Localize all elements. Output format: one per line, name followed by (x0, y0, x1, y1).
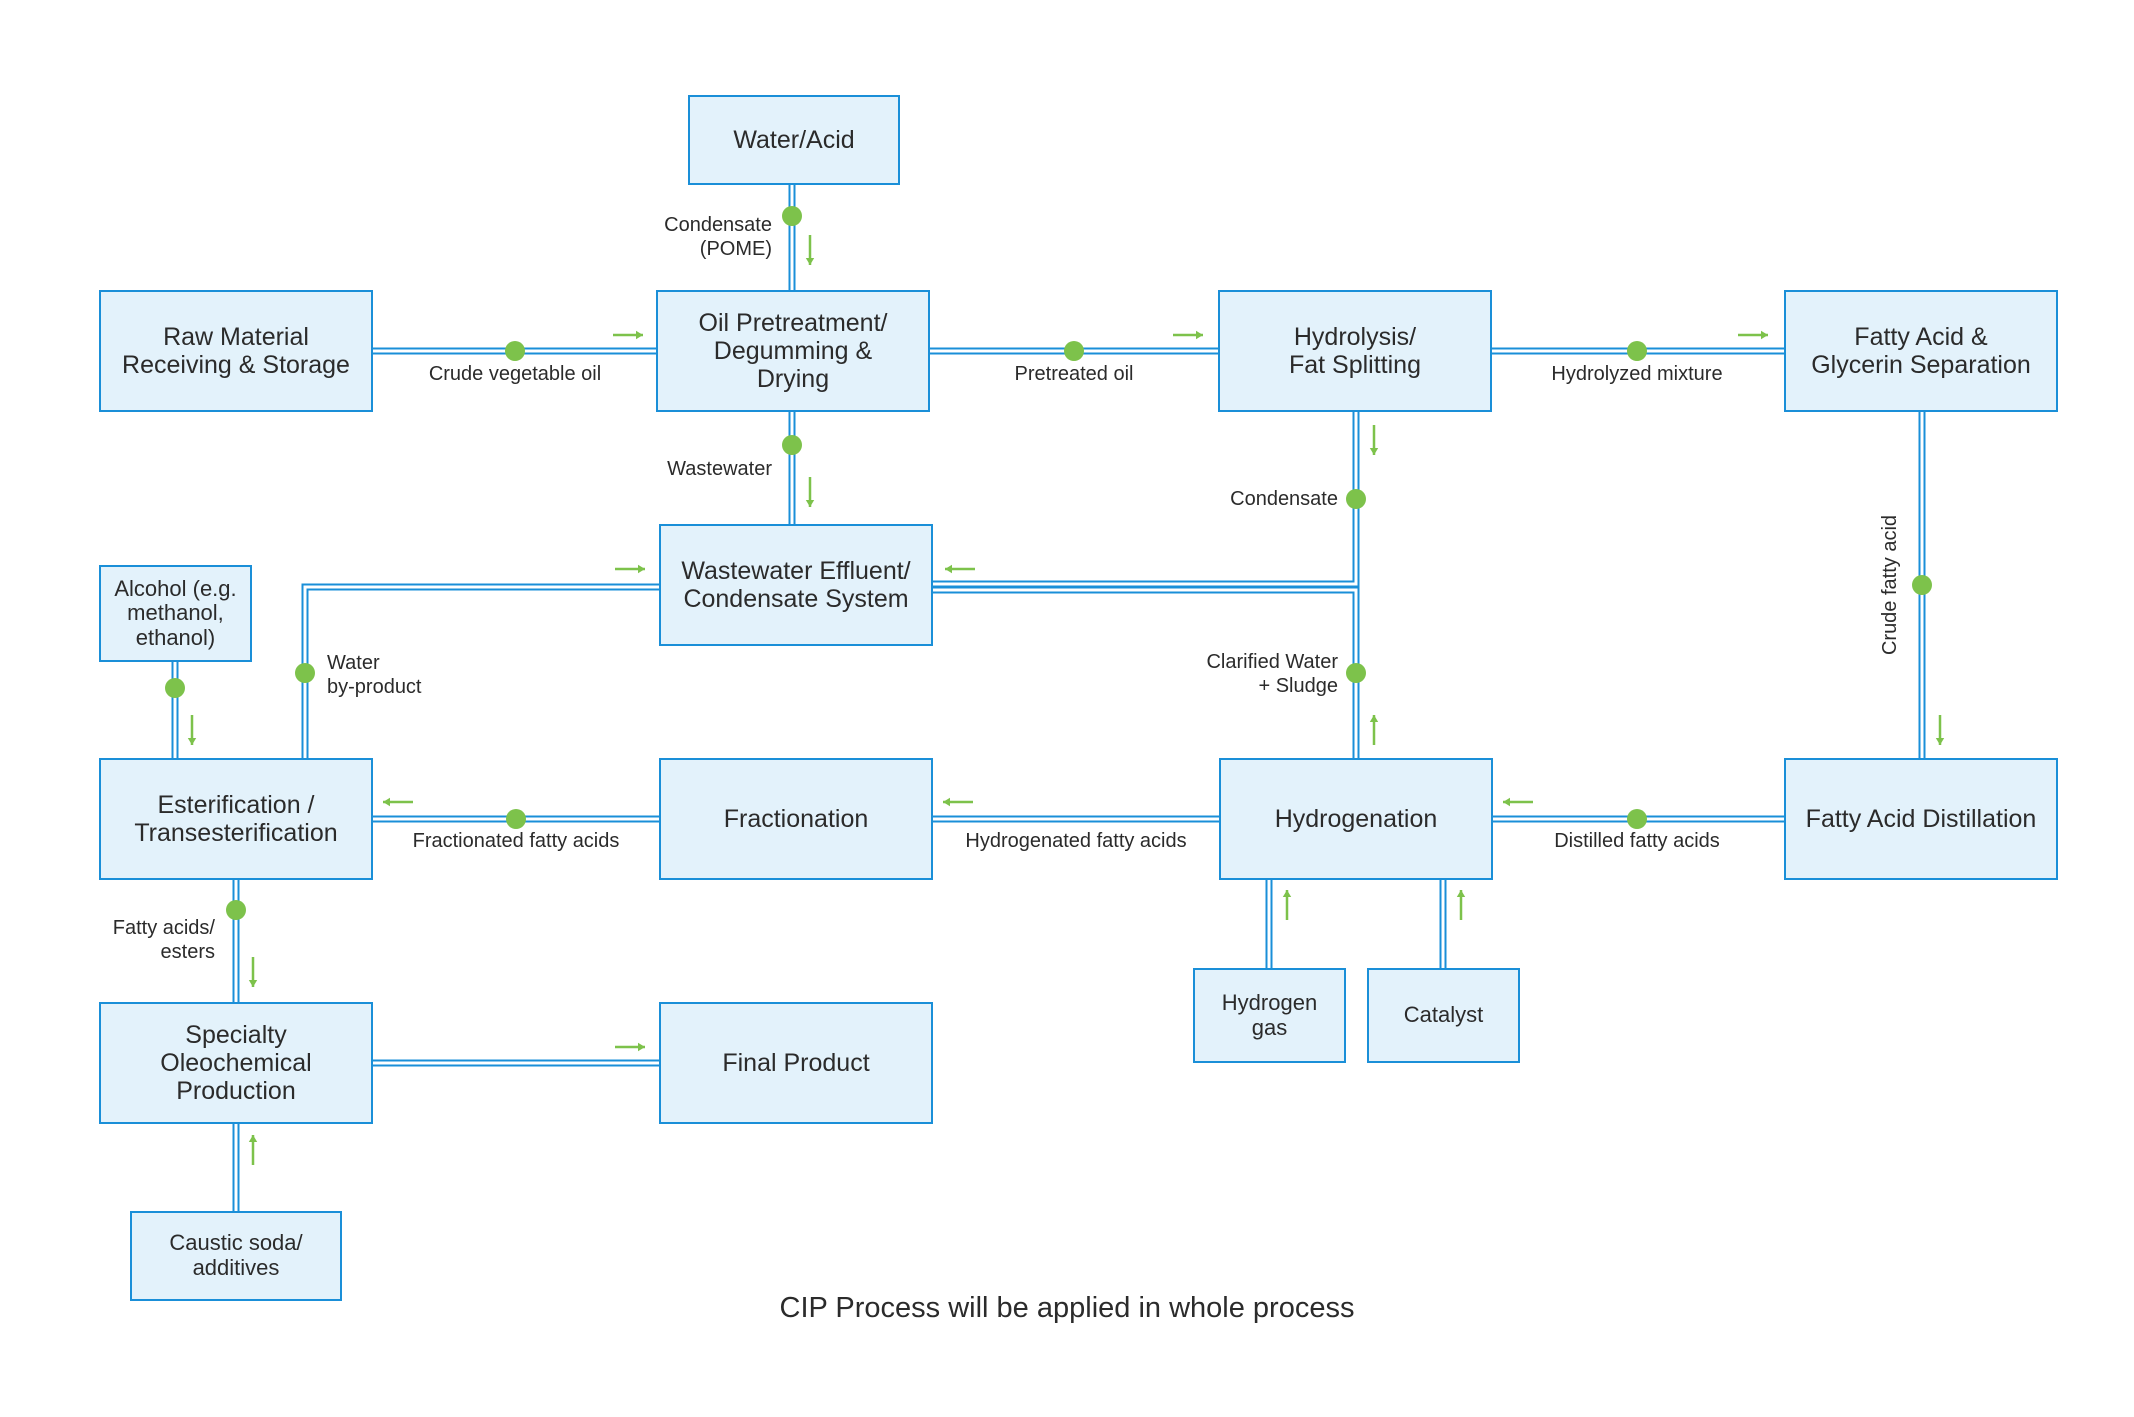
label-pretreated-oil: Pretreated oil (1014, 363, 1134, 385)
box-water-acid: Water/Acid (688, 95, 900, 185)
node-water-byproduct (295, 663, 315, 683)
label-crude-fatty-acid: Crude fatty acid (1879, 514, 1901, 656)
arrow-alcohol-down (187, 715, 197, 745)
label-distilled-fatty-acids: Distilled fatty acids (1554, 830, 1720, 852)
box-specialty-production: Specialty Oleochemical Production (99, 1002, 373, 1124)
box-final-product: Final Product (659, 1002, 933, 1124)
pipe-esterification-to-wastewater (301, 583, 659, 758)
pipe-hydrolysis-to-wastewater (933, 412, 1360, 588)
box-hydrogenation: Hydrogenation (1219, 758, 1493, 880)
node-hydrolyzed-mixture (1627, 341, 1647, 361)
node-fractionated-fatty-acids (506, 809, 526, 829)
arrow-into-wastewater-right-side (945, 564, 975, 574)
node-distilled-fatty-acids (1627, 809, 1647, 829)
node-wastewater (782, 435, 802, 455)
node-pretreated-oil (1064, 341, 1084, 361)
box-caustic-soda: Caustic soda/ additives (130, 1211, 342, 1301)
box-wastewater-system: Wastewater Effluent/ Condensate System (659, 524, 933, 646)
node-condensate (1346, 489, 1366, 509)
arrow-wastewater-down (805, 477, 815, 507)
label-hydrolyzed-mixture: Hydrolyzed mixture (1551, 363, 1723, 385)
arrow-catalyst-up (1456, 890, 1466, 920)
label-fatty-acids-esters: Fatty acids/ esters (112, 917, 215, 963)
node-alcohol (165, 678, 185, 698)
arrow-hydrogen-up (1282, 890, 1292, 920)
label-water-byproduct: Water by-product (327, 652, 422, 698)
footer-note: CIP Process will be applied in whole pro… (779, 1292, 1355, 1324)
box-hydrolysis: Hydrolysis/ Fat Splitting (1218, 290, 1492, 412)
label-fractionated-fatty-acids: Fractionated fatty acids (412, 830, 620, 852)
arrow-into-wastewater-left-side (615, 564, 645, 574)
node-clarified-water (1346, 663, 1366, 683)
arrow-hydrolyzed-right (1738, 330, 1768, 340)
arrow-condensate-hydrolysis-down (1369, 425, 1379, 455)
arrow-caustic-up (248, 1135, 258, 1165)
label-condensate-pome: Condensate (POME) (664, 214, 772, 260)
box-oil-pretreatment: Oil Pretreatment/ Degumming & Drying (656, 290, 930, 412)
label-crude-vegetable-oil: Crude vegetable oil (428, 363, 602, 385)
arrow-clarified-up (1369, 715, 1379, 745)
label-clarified-water: Clarified Water + Sludge (1206, 651, 1338, 697)
arrow-crude-fatty-acid-down (1935, 715, 1945, 745)
box-catalyst: Catalyst (1367, 968, 1520, 1063)
label-condensate: Condensate (1230, 488, 1338, 510)
arrow-distilled-left (1503, 797, 1533, 807)
box-esterification: Esterification / Transesterification (99, 758, 373, 880)
node-condensate-pome (782, 206, 802, 226)
node-crude-vegetable-oil (505, 341, 525, 361)
arrow-pretreated-right (1173, 330, 1203, 340)
box-fatty-acid-glycerin: Fatty Acid & Glycerin Separation (1784, 290, 2058, 412)
box-raw-material: Raw Material Receiving & Storage (99, 290, 373, 412)
pipe-hydrogenation-to-wastewater (933, 586, 1360, 758)
box-fractionation: Fractionation (659, 758, 933, 880)
arrow-hydrogenated-left (943, 797, 973, 807)
arrow-to-final-right (615, 1042, 645, 1052)
box-fatty-acid-distillation: Fatty Acid Distillation (1784, 758, 2058, 880)
node-fatty-acids-esters (226, 900, 246, 920)
label-hydrogenated-fatty-acids: Hydrogenated fatty acids (965, 830, 1187, 852)
box-alcohol: Alcohol (e.g. methanol, ethanol) (99, 565, 252, 662)
label-wastewater: Wastewater (667, 458, 772, 480)
arrow-esters-down (248, 957, 258, 987)
arrow-crude-oil-right (613, 330, 643, 340)
box-hydrogen-gas: Hydrogen gas (1193, 968, 1346, 1063)
arrow-condensate-down (805, 235, 815, 265)
node-crude-fatty-acid (1912, 575, 1932, 595)
arrow-fractionated-left (383, 797, 413, 807)
